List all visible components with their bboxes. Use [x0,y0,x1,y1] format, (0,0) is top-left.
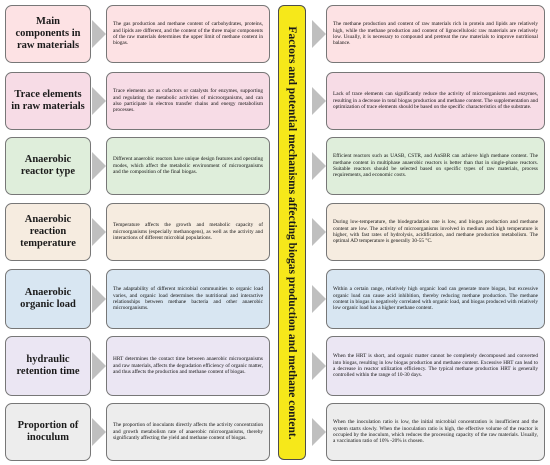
factor-effect: When the inoculation ratio is low, the i… [326,403,545,461]
factor-title: Anaerobic reactor type [5,137,91,195]
factor-effect: Lack of trace elements can significantly… [326,72,545,130]
factor-title: Main components in raw materials [5,5,91,63]
center-title: Factors and potential mechanisms affecti… [286,25,298,440]
factor-effect: Within a certain range, relatively high … [326,269,545,329]
factor-mechanism: The proportion of inoculants directly af… [106,403,270,461]
arrow-to-effect [312,285,326,313]
arrow-to-effect [312,218,326,246]
factor-mechanism: Different anaerobic reactors have unique… [106,137,270,195]
factor-mechanism: Temperature affects the growth and metab… [106,203,270,261]
factor-title: Trace elements in raw materials [5,72,91,130]
factor-title: hydraulic retention time [5,336,91,396]
center-title-banner: Factors and potential mechanisms affecti… [278,5,306,460]
arrow-to-effect [312,152,326,180]
arrow-to-mechanism [92,20,106,48]
arrow-to-effect [312,87,326,115]
factor-mechanism: HRT determines the contact time between … [106,336,270,396]
factor-effect: The methane production and content of ra… [326,5,545,63]
arrow-to-mechanism [92,218,106,246]
arrow-to-mechanism [92,352,106,380]
factor-title: Proportion of inoculum [5,403,91,461]
arrow-to-mechanism [92,87,106,115]
factor-title: Anaerobic organic load [5,269,91,329]
factor-effect: Efficient reactors such as UASB, CSTR, a… [326,137,545,195]
arrow-to-mechanism [92,152,106,180]
factor-effect: When the HRT is short, and organic matte… [326,336,545,396]
arrow-to-effect [312,352,326,380]
factor-mechanism: The adaptability of different microbial … [106,269,270,329]
arrow-to-effect [312,418,326,446]
factor-title: Anaerobic reaction temperature [5,203,91,261]
arrow-to-effect [312,20,326,48]
arrow-to-mechanism [92,418,106,446]
factor-mechanism: Trace elements act as cofactors or catal… [106,72,270,130]
factor-mechanism: The gas production and methane content o… [106,5,270,63]
factor-effect: During low-temperature, the biodegradati… [326,203,545,261]
arrow-to-mechanism [92,285,106,313]
